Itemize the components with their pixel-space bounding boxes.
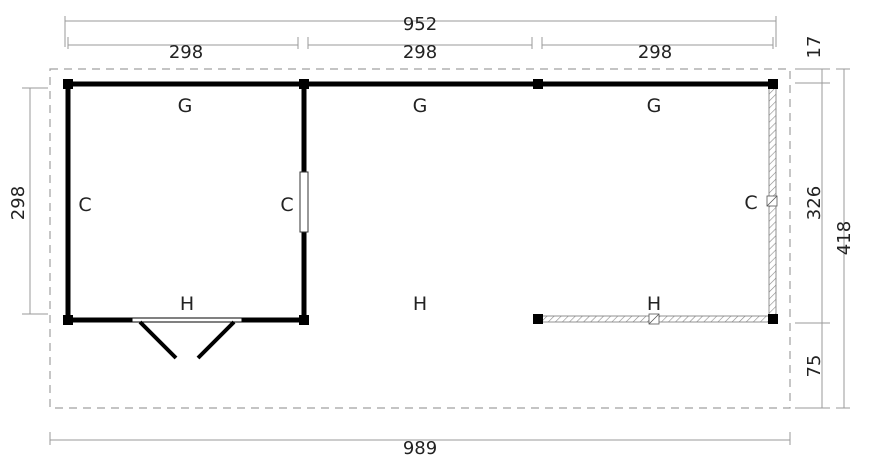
top-dimension-total	[64, 16, 777, 47]
label-top-middle: G	[413, 95, 428, 117]
post	[768, 79, 778, 89]
dim-total-bottom: 989	[403, 438, 437, 459]
top-dimension-segments	[67, 37, 774, 49]
dim-right-bottom: 75	[804, 355, 825, 378]
dim-left-height: 298	[8, 186, 29, 220]
post	[533, 314, 543, 324]
dim-segment-1: 298	[169, 42, 203, 63]
label-top-left: G	[178, 95, 193, 117]
label-left-inner: C	[280, 194, 293, 216]
bottom-dimension-total	[49, 432, 791, 445]
post	[768, 314, 778, 324]
post	[63, 79, 73, 89]
right-dimension-parts	[795, 68, 830, 409]
label-top-right: G	[647, 95, 662, 117]
left-dimension	[22, 87, 48, 315]
label-bottom-left: H	[180, 293, 194, 315]
dim-right-total: 418	[834, 221, 855, 255]
door-double	[130, 317, 244, 360]
post	[63, 315, 73, 325]
dim-right-top-offset: 17	[804, 36, 825, 59]
label-bottom-middle: H	[413, 293, 427, 315]
dim-total-top: 952	[403, 14, 437, 35]
dim-segment-2: 298	[403, 42, 437, 63]
label-right-outer: C	[744, 192, 757, 214]
dim-segment-3: 298	[638, 42, 672, 63]
post	[533, 79, 543, 89]
posts	[63, 79, 778, 325]
post	[299, 79, 309, 89]
window-inner-wall	[299, 171, 309, 233]
walls	[65, 81, 776, 323]
right-dimension-total	[836, 68, 850, 409]
dim-right-main: 326	[804, 186, 825, 220]
roof-overhang-outline	[49, 68, 791, 409]
post	[299, 315, 309, 325]
label-left-outer: C	[78, 194, 91, 216]
label-bottom-right: H	[647, 293, 661, 315]
